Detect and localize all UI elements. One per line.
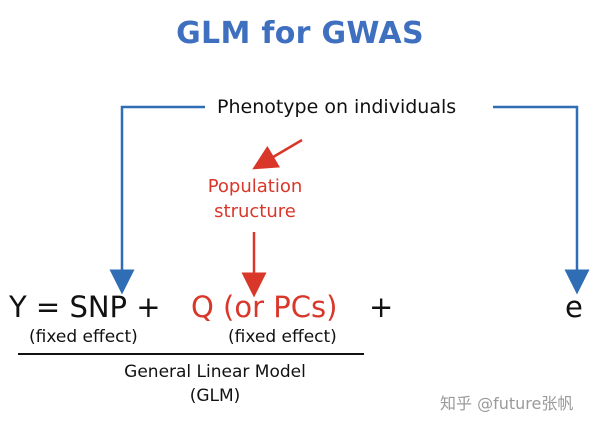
right-blue-arrow — [493, 105, 590, 295]
population-label-line2: structure — [214, 201, 296, 222]
left-blue-arrow — [109, 105, 205, 295]
diagram-title: GLM for GWAS — [176, 16, 424, 51]
equation-q-term: Q (or PCs) — [191, 290, 338, 324]
phenotype-label: Phenotype on individuals — [217, 96, 457, 118]
equation-y-snp: Y = SNP + — [9, 290, 161, 324]
model-label-line2: (GLM) — [189, 386, 241, 406]
watermark: 知乎 @future张帆 — [440, 394, 574, 413]
red-arrow-to-population — [252, 138, 303, 170]
equation-error-term: e — [565, 290, 583, 324]
equation-plus: + — [369, 290, 394, 324]
fixed-effect-label-q: (fixed effect) — [228, 327, 337, 347]
fixed-effect-label-snp: (fixed effect) — [29, 327, 138, 347]
model-label-line1: General Linear Model — [124, 362, 306, 382]
population-label-line1: Population — [207, 176, 303, 197]
